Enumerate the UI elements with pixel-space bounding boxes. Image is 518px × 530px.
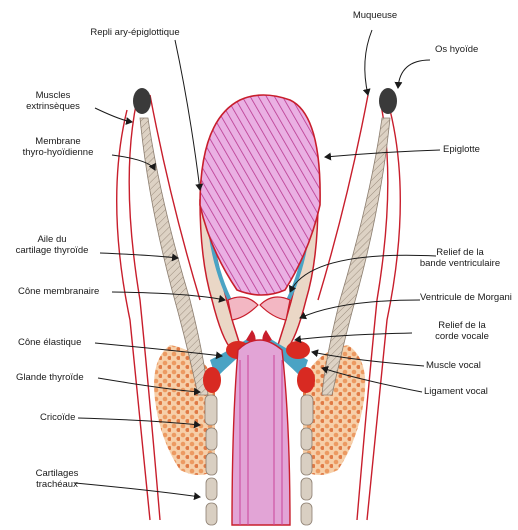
label-ventricule-morgani: Ventricule de Morgani <box>420 292 518 303</box>
label-relief-bande-ventriculaire: Relief de la bande ventriculaire <box>410 247 510 269</box>
intrinsic-muscle-left <box>203 367 221 393</box>
label-cone-membranaire: Cône membranaire <box>18 286 118 297</box>
vocal-muscle-right <box>286 341 310 359</box>
hyoid-bone-left <box>133 88 151 114</box>
ventricular-band-right <box>260 297 290 320</box>
label-muscles-extrinseques: Muscles extrinsèques <box>8 90 98 112</box>
label-repli-ary-epiglottique: Repli ary-épiglottique <box>80 27 190 38</box>
label-cricoide: Cricoïde <box>40 412 100 423</box>
ventricular-band-left <box>228 297 258 320</box>
hyoid-bone-right <box>379 88 397 114</box>
label-glande-thyroide: Glande thyroïde <box>16 372 106 383</box>
label-cartilages-tracheaux: Cartilages trachéaux <box>22 468 92 490</box>
label-relief-corde-vocale: Relief de la corde vocale <box>412 320 512 342</box>
label-aile-cartilage-thyroide: Aile du cartilage thyroïde <box>2 234 102 256</box>
label-cone-elastique: Cône élastique <box>18 337 108 348</box>
label-ligament-vocal: Ligament vocal <box>424 386 516 397</box>
label-muqueuse: Muqueuse <box>345 10 405 21</box>
label-membrane-thyro-hyoidienne: Membrane thyro-hyoïdienne <box>2 136 114 158</box>
intrinsic-muscle-right <box>297 367 315 393</box>
label-muscle-vocal: Muscle vocal <box>426 360 516 371</box>
trachea-lumen <box>232 340 290 525</box>
label-epiglotte: Epiglotte <box>443 144 513 155</box>
label-os-hyoide: Os hyoïde <box>435 44 505 55</box>
